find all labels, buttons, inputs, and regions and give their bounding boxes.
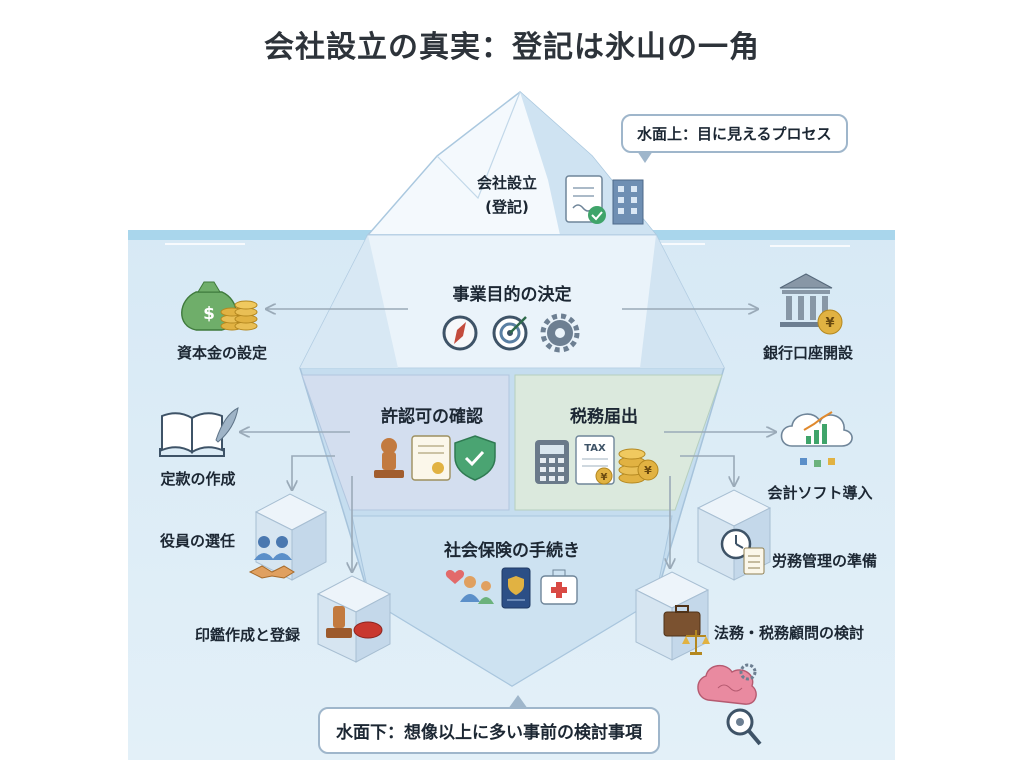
briefcase-scales-icon (663, 605, 710, 655)
labor-label: 労務管理の準備 (772, 552, 878, 570)
coin-stack-icon: ¥ (618, 448, 659, 484)
clock-checklist-icon (720, 528, 765, 575)
seal-label: 印鑑作成と登録 (195, 626, 301, 644)
peak-label-line1: 会社設立 (476, 174, 538, 192)
arrow-labor (680, 455, 734, 486)
target-arrow-icon (492, 315, 528, 351)
connector-arrows (240, 309, 776, 572)
cube-officers (254, 493, 328, 581)
articles-label: 定款の作成 (160, 470, 236, 488)
tax-icon-text: TAX (584, 443, 606, 454)
medical-kit-icon (540, 569, 578, 605)
tax-document-icon: TAX ¥ (575, 435, 615, 485)
cloud-chart-icon (780, 411, 853, 467)
bank-label: 銀行口座開設 (762, 344, 854, 362)
page-title: 会社設立の真実：登記は氷山の一角 (264, 30, 760, 65)
compass-icon (442, 315, 478, 351)
calculator-icon (535, 440, 569, 484)
yen-coin-text: ¥ (644, 464, 652, 477)
capital-label: 資本金の設定 (176, 344, 268, 362)
permits-panel (301, 374, 510, 511)
certificate-icon (411, 435, 451, 481)
insurance-card-icon (501, 567, 531, 609)
advisor-label: 法務・税務顧問の検討 (714, 624, 865, 642)
peak-label-line2: (登記) (485, 198, 529, 216)
bank-yen-icon: ¥ (779, 273, 843, 335)
brain-magnifier-icon (697, 663, 762, 746)
stamp-icon (374, 438, 404, 478)
tax-label: 税務届出 (570, 407, 638, 427)
software-label: 会計ソフト導入 (767, 484, 873, 502)
cube-seal (316, 575, 392, 663)
book-quill-icon (159, 407, 239, 457)
document-check-icon (565, 175, 606, 224)
purpose-label: 事業目的の決定 (452, 285, 572, 305)
arrow-officers (292, 455, 335, 490)
above-water-callout: 水面上：目に見えるプロセス (621, 114, 848, 163)
social-insurance-label: 社会保険の手続き (444, 541, 580, 561)
permits-label: 許認可の確認 (381, 407, 483, 427)
shield-check-icon (454, 435, 496, 481)
family-heart-icon (445, 570, 494, 604)
seal-stamp-icon (326, 606, 383, 639)
officers-label: 役員の選任 (160, 532, 236, 550)
people-handshake-icon (248, 536, 295, 579)
gear-icon (540, 313, 580, 353)
dollar-icon-text: $ (203, 304, 215, 324)
office-building-icon (612, 179, 644, 225)
bank-yen-text: ¥ (825, 316, 834, 331)
yen-icon-text: ¥ (601, 472, 608, 483)
below-water-callout: 水面下：想像以上に多い事前の検討事項 (318, 695, 660, 754)
gold-coins-icon (220, 300, 258, 331)
